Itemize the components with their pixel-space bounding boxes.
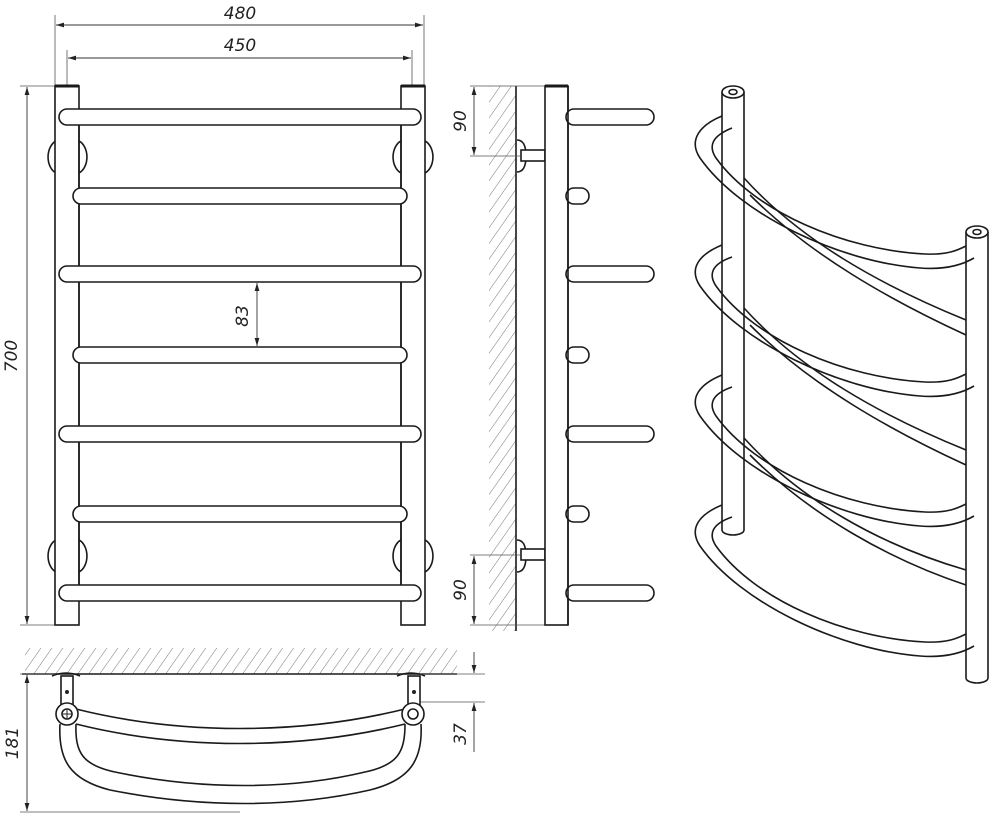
dim-rung-spacing: 83 <box>233 305 253 327</box>
wall-hatch <box>489 86 516 631</box>
rung-1 <box>58 108 422 126</box>
iso-rung-4 <box>694 504 975 658</box>
front-view: 480 450 700 <box>2 4 434 626</box>
dim-center-width: 450 <box>224 36 256 56</box>
dim-height: 700 <box>2 340 22 372</box>
isometric-view <box>694 85 989 684</box>
rung-4 <box>72 346 408 364</box>
dim-wall-gap: 37 <box>451 723 471 745</box>
iso-rung-1 <box>694 115 975 336</box>
side-view: 90 90 <box>451 84 655 631</box>
rung-3 <box>58 265 422 283</box>
dim-depth: 181 <box>3 727 23 759</box>
dim-overall-width: 480 <box>224 4 256 24</box>
iso-rung-3 <box>694 374 975 586</box>
dim-mount-top: 90 <box>451 110 471 132</box>
top-view: 181 37 <box>3 648 485 813</box>
wall-hatch-top <box>25 648 457 674</box>
rung-7 <box>58 584 422 602</box>
rung-5 <box>58 425 422 443</box>
rung-6 <box>72 505 408 523</box>
dim-mount-bottom: 90 <box>451 579 471 601</box>
rung-2 <box>72 187 408 205</box>
iso-rung-2 <box>694 244 975 466</box>
